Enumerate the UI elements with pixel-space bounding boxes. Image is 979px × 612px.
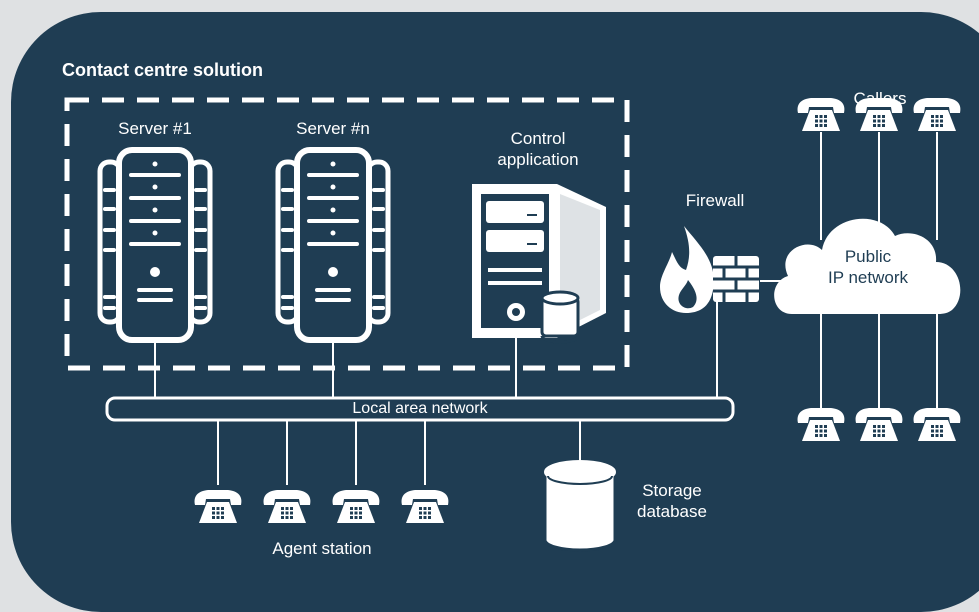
server-icon [100, 150, 210, 340]
contact-centre-diagram [64, 97, 961, 552]
telephone-icon [797, 408, 845, 441]
agent-station-label: Agent station [272, 539, 372, 558]
lan-bar [105, 396, 735, 422]
telephone-icon [855, 408, 903, 441]
public-ip-network-label: Public IP network [827, 247, 908, 288]
telephone-icon [332, 490, 380, 523]
server-n-label: Server #n [296, 119, 370, 138]
tower-pc-icon [472, 184, 606, 344]
telephone-icon [913, 408, 961, 441]
database-icon [543, 460, 617, 552]
diagram-title: Contact centre solution [62, 60, 264, 80]
server-icon [278, 150, 388, 340]
server-1-label: Server #1 [118, 119, 192, 138]
lan-label: Local area network [352, 400, 488, 417]
telephone-icon [401, 490, 449, 523]
solution-boundary [64, 97, 630, 371]
storage-database-label: Storage database [637, 481, 707, 522]
firewall-label: Firewall [685, 191, 745, 210]
firewall-icon [660, 226, 759, 313]
callers-label: Callers [853, 89, 907, 108]
cloud-icon [774, 218, 961, 314]
connection-lines [154, 132, 938, 485]
control-application-label: Control application [497, 129, 579, 170]
telephone-icon [263, 490, 311, 523]
telephone-icon [194, 490, 242, 523]
